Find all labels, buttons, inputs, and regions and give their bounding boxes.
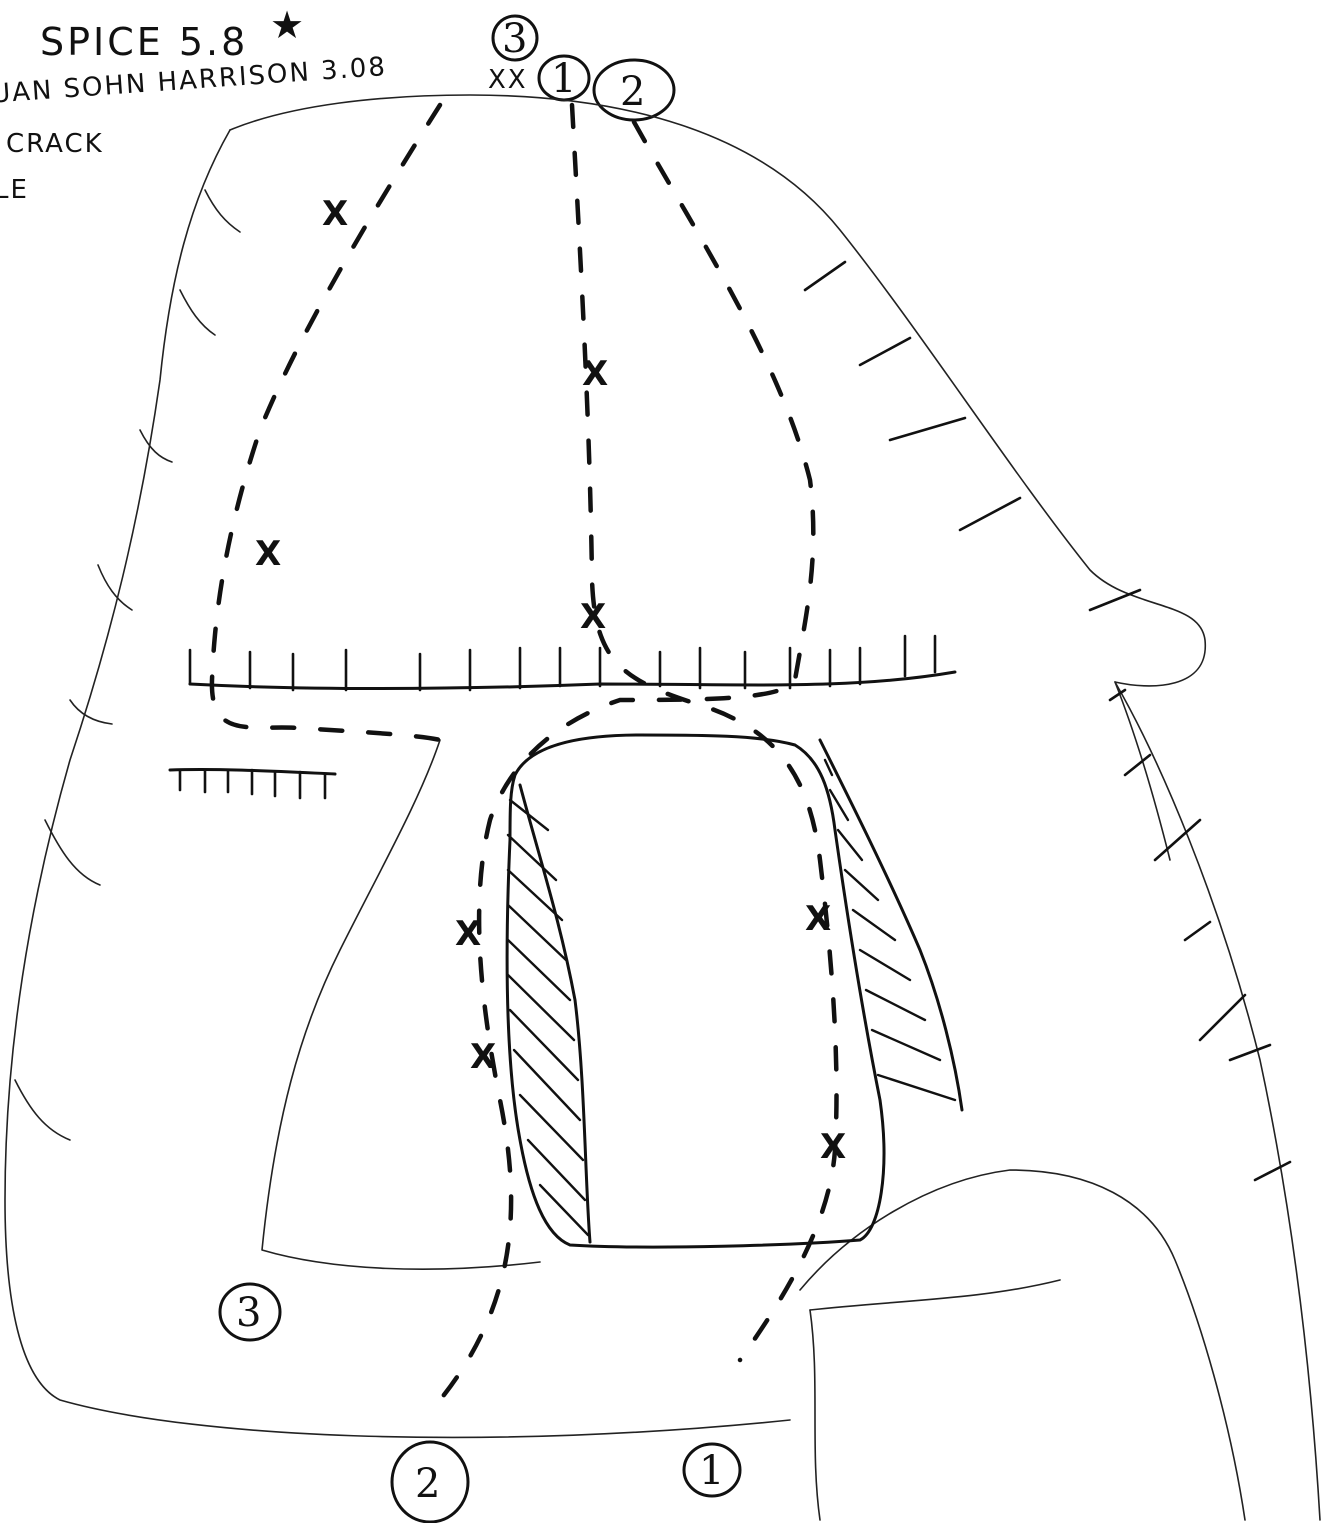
- svg-text:1: 1: [551, 56, 576, 102]
- right-flake: [1115, 682, 1170, 860]
- boulder-left-edge: [5, 130, 790, 1437]
- route-3-top-marker: 3: [493, 16, 537, 62]
- bolt-marker: X: [455, 914, 481, 954]
- star-icon: ★: [270, 3, 307, 47]
- roof-ledge: [190, 672, 955, 689]
- central-pillar: [507, 735, 884, 1247]
- svg-text:2: 2: [620, 69, 645, 115]
- svg-text:1: 1: [699, 1448, 724, 1494]
- pillar-inner-edge: [520, 785, 590, 1242]
- roof-ledge-ticks: [190, 636, 935, 690]
- route-2-bottom-marker: 2: [392, 1442, 468, 1522]
- route-1-top-marker: 1: [539, 56, 589, 102]
- route-1-line: [572, 105, 837, 1360]
- route-2-line: [440, 122, 813, 1400]
- route-title: SPICE 5.8: [40, 20, 248, 64]
- svg-text:2: 2: [415, 1461, 440, 1507]
- bolt-marker: X: [820, 1127, 846, 1167]
- bolt-marker: X: [805, 899, 831, 939]
- right-edge-ticks: [805, 262, 1290, 1180]
- legend-crack: CRACK: [6, 129, 104, 159]
- left-slab-outline: [262, 740, 540, 1269]
- svg-text:3: 3: [502, 16, 527, 62]
- lower-right-block: [800, 1170, 1245, 1520]
- bolt-marker: X: [580, 597, 606, 637]
- left-edge-ticks: [15, 190, 240, 1140]
- pillar-right-face: [820, 740, 962, 1110]
- bolt-marker: X: [322, 194, 348, 234]
- bolt-marker: X: [582, 354, 608, 394]
- route-3-bottom-marker: 3: [220, 1284, 280, 1340]
- lower-right-block-top: [810, 1280, 1060, 1310]
- lower-right-block-edge: [810, 1310, 820, 1520]
- anchor-marks: XX: [488, 65, 528, 95]
- small-left-ledge: [170, 769, 335, 798]
- pillar-right-hatching: [825, 760, 955, 1100]
- bolt-marker: X: [255, 534, 281, 574]
- svg-text:3: 3: [236, 1290, 261, 1336]
- bolt-marker: X: [470, 1037, 496, 1077]
- legend-line2: LE: [0, 175, 29, 205]
- route-1-bottom-marker: 1: [684, 1444, 740, 1496]
